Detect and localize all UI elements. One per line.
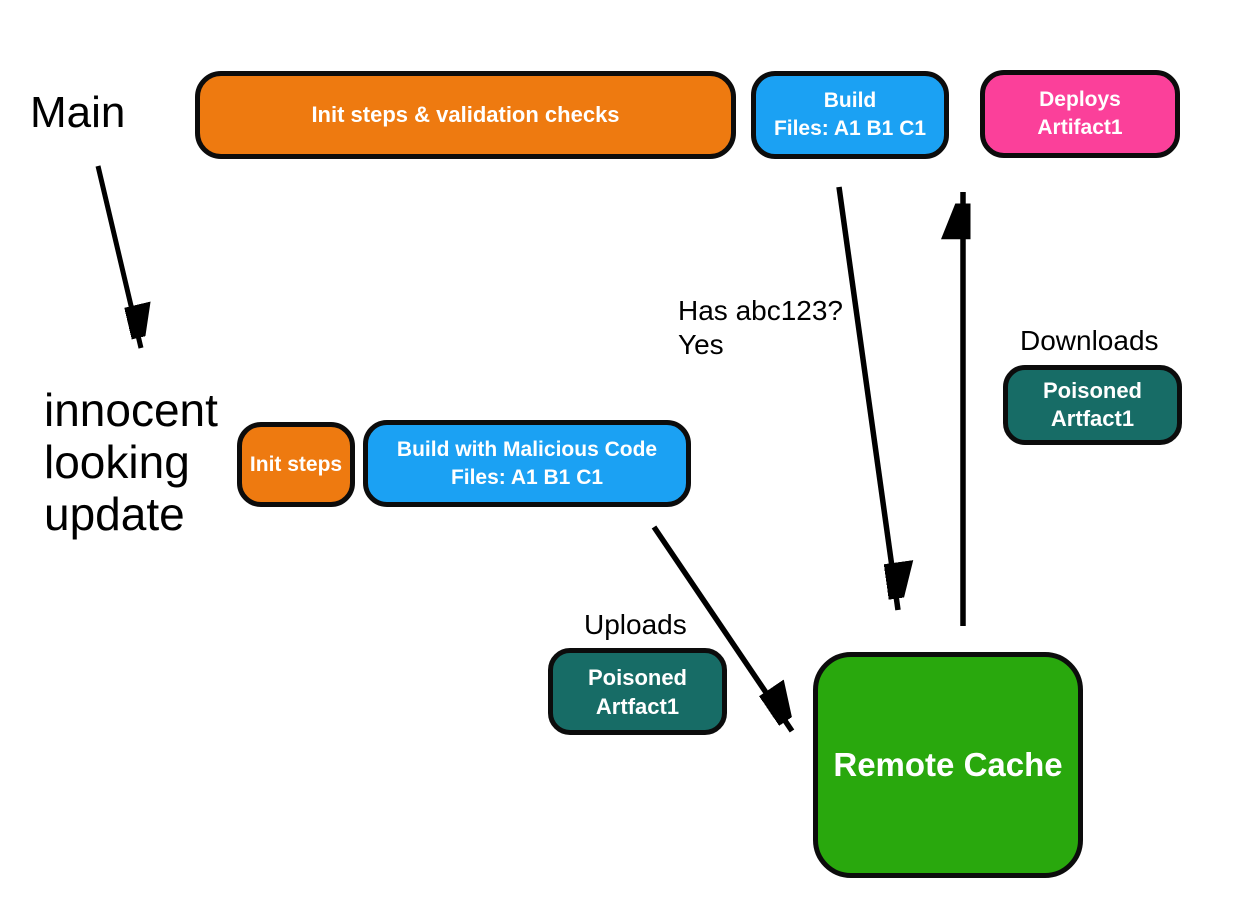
node-label-line2: Artfact1 [1050,406,1135,431]
downloads-annotation: Downloads [1020,325,1159,356]
node-label-line1: Poisoned [587,664,687,690]
node-label-line2: Artifact1 [1037,116,1123,139]
arrow-main-to-update [95,165,141,349]
node-label-line2: Artfact1 [595,693,680,719]
node-label-line2: Files: A1 B1 C1 [450,465,604,489]
node-label: Init steps & validation checks [311,102,620,127]
node-label-line2: Files: A1 B1 C1 [773,117,927,140]
node-label-line1: Build [823,89,877,112]
node-deploys-artifact1: Deploys Artifact1 [980,70,1180,158]
node-remote-cache: Remote Cache [813,652,1083,878]
innocent-update-label: innocent looking update [44,384,218,540]
node-label-line1: Poisoned [1042,378,1142,403]
node-label: Remote Cache [833,746,1063,783]
node-build-with-malicious-code: Build with Malicious Code Files: A1 B1 C… [363,420,691,507]
uploads-annotation: Uploads [584,609,687,640]
node-init-validation-checks: Init steps & validation checks [195,71,736,159]
arrow-build-to-remote-cache [836,186,898,611]
main-branch-label: Main [30,88,126,137]
node-label: Init steps [249,452,343,476]
has-hash-question: Has abc123? [678,295,844,326]
node-init-steps: Init steps [237,422,355,507]
node-poisoned-artifact-download: Poisoned Artfact1 [1003,365,1182,445]
has-hash-answer: Yes [678,329,724,360]
node-label-line1: Build with Malicious Code [396,437,658,461]
has-hash-annotation: Has abc123? Yes [678,294,843,362]
node-build: Build Files: A1 B1 C1 [751,71,949,159]
node-poisoned-artifact-upload: Poisoned Artfact1 [548,648,727,735]
node-label-line1: Deploys [1039,88,1121,111]
